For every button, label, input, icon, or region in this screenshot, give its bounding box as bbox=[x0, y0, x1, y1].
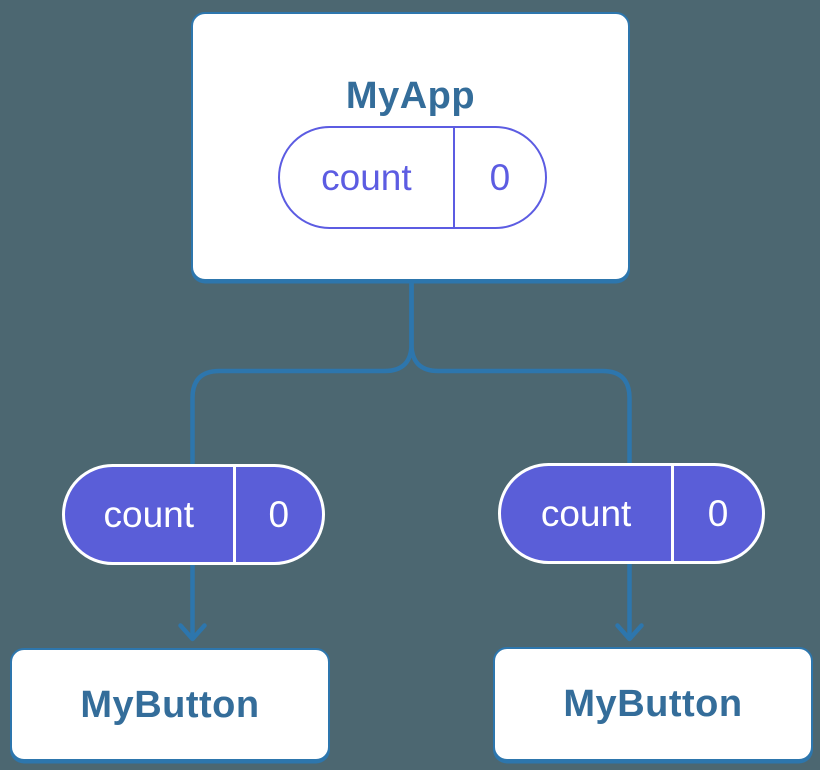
prop-pill-right: count 0 bbox=[498, 463, 765, 564]
component-title-mybutton-right: MyButton bbox=[563, 683, 743, 725]
prop-pill-label: count bbox=[540, 493, 632, 534]
arrow-down-icon bbox=[178, 623, 207, 642]
connector-right-branch bbox=[409, 275, 632, 637]
arrow-down-icon bbox=[615, 623, 644, 642]
component-card-myapp: MyApp count 0 bbox=[191, 12, 630, 281]
state-pill-myapp: count 0 bbox=[278, 126, 547, 229]
connector-left-branch bbox=[190, 275, 414, 637]
state-pill-label: count bbox=[321, 157, 412, 198]
component-title-mybutton-left: MyButton bbox=[80, 683, 260, 726]
prop-pill-left: count 0 bbox=[62, 464, 325, 565]
prop-pill-value: 0 bbox=[232, 467, 322, 562]
component-card-mybutton-right: MyButton bbox=[493, 647, 813, 761]
state-pill-value: 0 bbox=[452, 128, 545, 227]
component-title-myapp: MyApp bbox=[345, 75, 476, 117]
prop-pill-label: count bbox=[103, 494, 195, 535]
component-card-mybutton-left: MyButton bbox=[10, 648, 330, 761]
prop-pill-value: 0 bbox=[671, 466, 762, 561]
